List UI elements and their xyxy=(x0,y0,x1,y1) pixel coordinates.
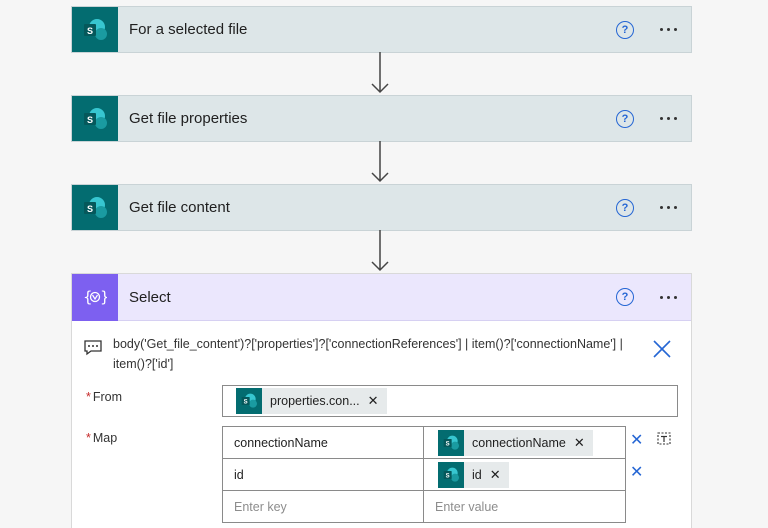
sharepoint-icon: S xyxy=(438,461,464,488)
select-action-title: Select xyxy=(129,288,171,306)
from-input[interactable]: S properties.con... ✕ xyxy=(222,385,678,417)
delete-row-icon[interactable]: ✕ xyxy=(630,464,644,481)
select-action-header[interactable]: {} Select ? xyxy=(72,273,691,321)
step-card-get-file-properties[interactable]: S Get file properties ? xyxy=(71,95,692,142)
more-options-icon[interactable] xyxy=(660,28,677,31)
map-value-input[interactable]: S id ✕ xyxy=(423,458,626,491)
from-label: *From xyxy=(86,390,123,404)
remove-token-icon[interactable]: ✕ xyxy=(573,434,585,450)
map-key-input[interactable]: connectionName xyxy=(222,426,424,459)
map-label: *Map xyxy=(86,431,118,445)
svg-text:S: S xyxy=(87,204,93,214)
help-icon[interactable]: ? xyxy=(616,109,634,128)
data-operation-icon: {} xyxy=(72,273,118,321)
sharepoint-icon: S xyxy=(72,7,118,52)
sharepoint-icon: S xyxy=(236,388,262,414)
remove-token-icon[interactable]: ✕ xyxy=(367,393,379,408)
help-icon[interactable]: ? xyxy=(616,198,634,217)
arrow-down-icon xyxy=(371,230,389,272)
arrow-down-icon xyxy=(371,141,389,183)
arrow-down-icon xyxy=(371,52,389,94)
close-comment-icon[interactable] xyxy=(653,340,671,358)
help-icon[interactable]: ? xyxy=(616,288,634,306)
from-token[interactable]: S properties.con... ✕ xyxy=(236,388,387,414)
map-value-input[interactable]: Enter value xyxy=(423,490,626,523)
map-value-token[interactable]: S connectionName ✕ xyxy=(438,429,593,456)
switch-to-text-mode-icon[interactable] xyxy=(656,430,672,451)
step-card-for-a-selected-file[interactable]: S For a selected file ? xyxy=(71,6,692,53)
map-key-input[interactable]: id xyxy=(222,458,424,491)
svg-text:}: } xyxy=(100,288,107,306)
comment-icon[interactable] xyxy=(84,334,104,374)
more-options-icon[interactable] xyxy=(660,295,677,299)
sharepoint-icon: S xyxy=(438,429,464,456)
svg-text:S: S xyxy=(446,441,450,447)
map-value-input[interactable]: S connectionName ✕ xyxy=(423,426,626,459)
svg-text:S: S xyxy=(244,400,248,406)
more-options-icon[interactable] xyxy=(660,117,677,120)
step-title: Get file content xyxy=(129,199,230,216)
sharepoint-icon: S xyxy=(72,96,118,141)
token-label: id xyxy=(472,467,482,482)
svg-text:S: S xyxy=(446,473,450,479)
token-label: properties.con... xyxy=(270,394,360,408)
more-options-icon[interactable] xyxy=(660,206,677,209)
delete-row-icon[interactable]: ✕ xyxy=(630,432,644,449)
map-key-input[interactable]: Enter key xyxy=(222,490,424,523)
svg-text:S: S xyxy=(87,26,93,36)
step-card-get-file-content[interactable]: S Get file content ? xyxy=(71,184,692,231)
map-value-token[interactable]: S id ✕ xyxy=(438,461,509,488)
help-icon[interactable]: ? xyxy=(616,20,634,39)
svg-text:{: { xyxy=(83,288,93,306)
remove-token-icon[interactable]: ✕ xyxy=(489,466,501,482)
sharepoint-icon: S xyxy=(72,185,118,230)
select-action-card: {} Select ? body('Get_file_content')?['p… xyxy=(71,273,692,528)
action-comment: body('Get_file_content')?['properties']?… xyxy=(84,334,654,374)
comment-text: body('Get_file_content')?['properties']?… xyxy=(113,337,623,371)
step-title: Get file properties xyxy=(129,110,248,127)
token-label: connectionName xyxy=(472,435,566,450)
svg-text:S: S xyxy=(87,115,93,125)
step-title: For a selected file xyxy=(129,21,248,38)
